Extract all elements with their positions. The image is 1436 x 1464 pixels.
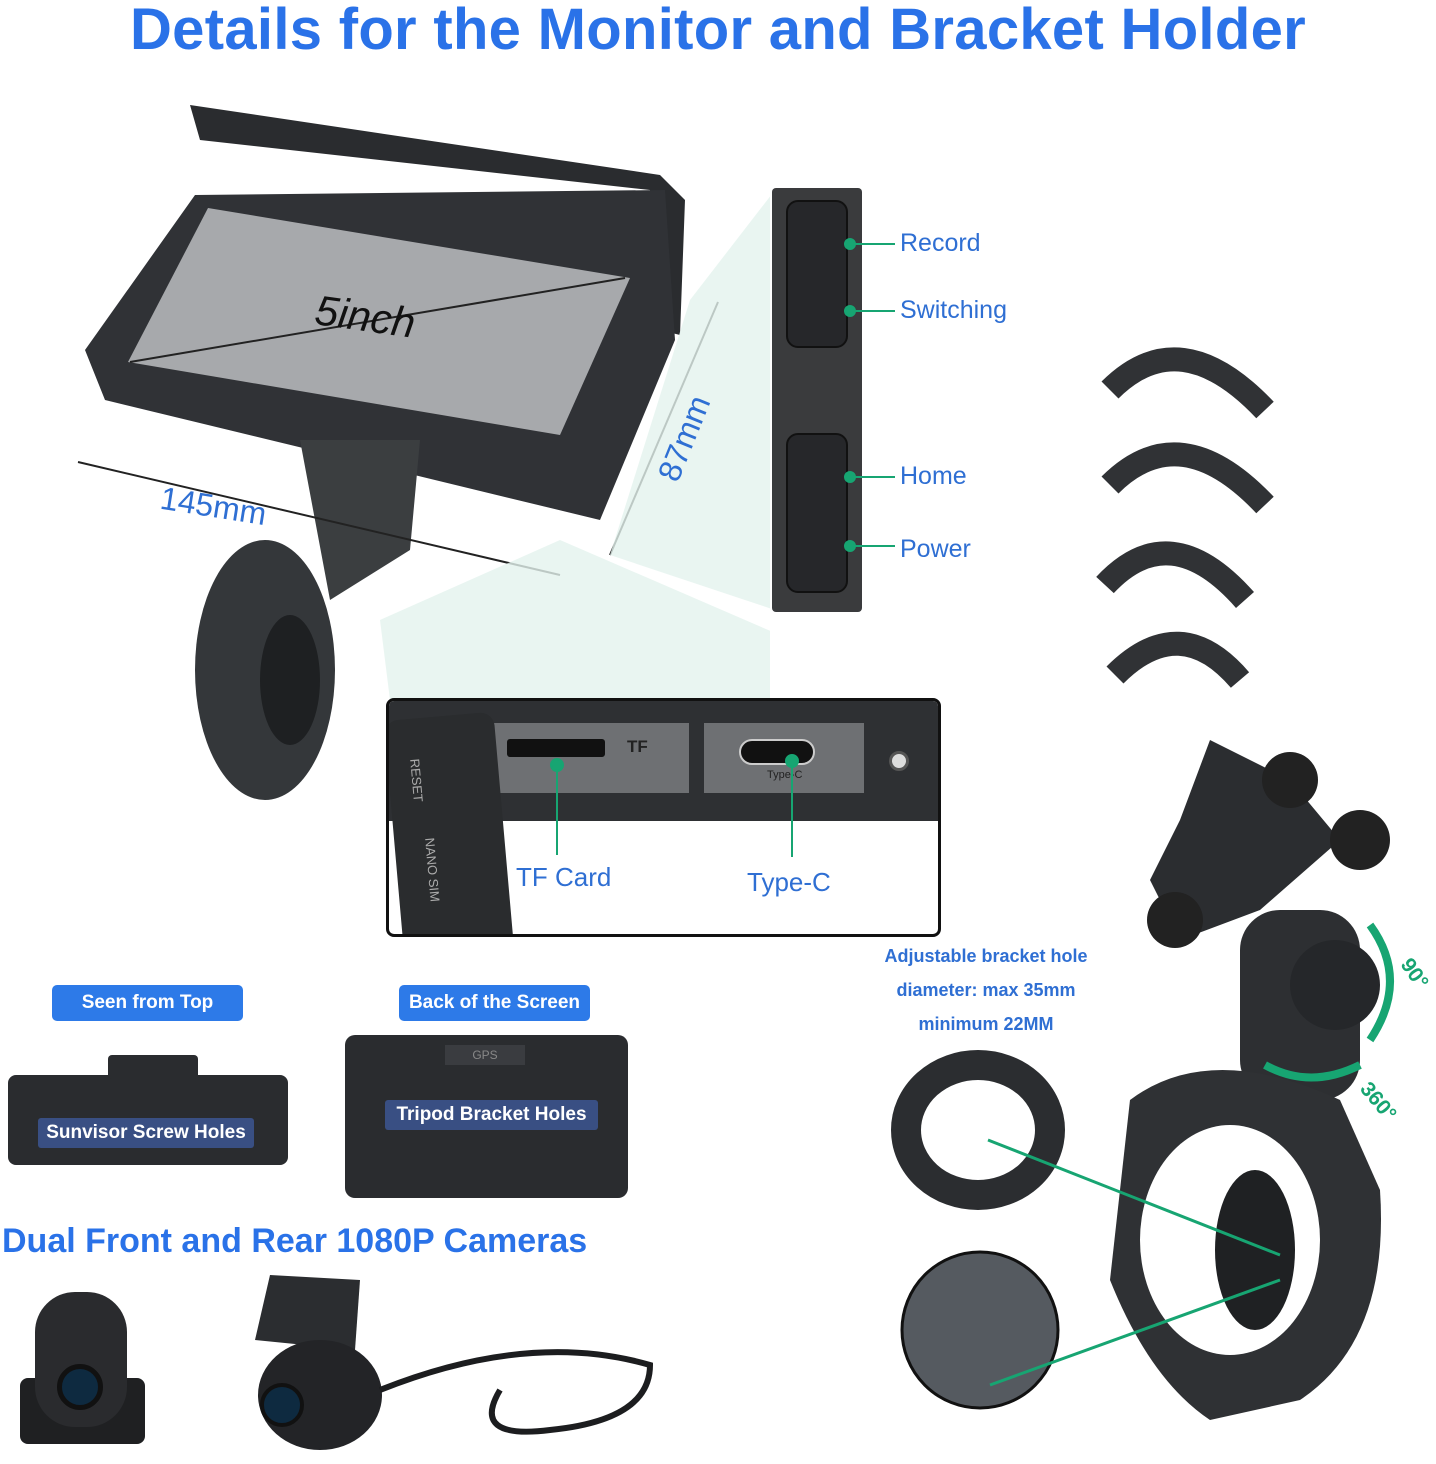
tripod-bracket-holes-label: Tripod Bracket Holes: [385, 1100, 598, 1130]
monitor-screen: [128, 208, 630, 435]
record-label: Record: [900, 229, 981, 257]
tf-card-label: TF Card: [516, 862, 612, 892]
sunvisor: [190, 105, 685, 335]
switching-label: Switching: [900, 296, 1007, 324]
bracket-note-line2: diameter: max 35mm: [896, 980, 1076, 1000]
shim-3: [1096, 541, 1254, 609]
monitor-illustration: [77, 105, 770, 800]
power-label: Power: [900, 535, 971, 563]
gps-mark: GPS: [445, 1045, 525, 1065]
bracket-note-line1: Adjustable bracket hole: [884, 946, 1088, 966]
tf-card-slot: [507, 739, 605, 757]
sunvisor-screw-holes-label: Sunvisor Screw Holes: [38, 1118, 254, 1148]
record-switch-button[interactable]: [786, 200, 848, 348]
home-label: Home: [900, 462, 967, 490]
typec-mark: Type-C: [767, 769, 803, 781]
type-c-port: [739, 739, 815, 765]
clamp-grille: [260, 615, 320, 745]
type-c-label: Type-C: [747, 867, 831, 897]
installation-photo: [900, 1250, 1060, 1410]
tf-mark: TF: [627, 737, 648, 756]
rear-camera-lens: [57, 1364, 103, 1410]
rubber-shims: [1096, 347, 1274, 689]
shim-4: [1106, 631, 1250, 689]
ports-callout: TF Type-C RESET NANO SIM TF Card Type-C: [386, 698, 941, 937]
port-leader-lines: [550, 754, 799, 857]
page-title: Details for the Monitor and Bracket Hold…: [130, 0, 1306, 62]
shim-1: [1101, 347, 1274, 419]
seen-from-top-badge: Seen from Top: [52, 985, 243, 1021]
rear-camera: [35, 1292, 127, 1427]
cameras-title: Dual Front and Rear 1080P Cameras: [2, 1222, 588, 1260]
front-camera: [255, 1275, 654, 1450]
mount-arm: [300, 440, 420, 600]
home-power-button[interactable]: [786, 433, 848, 593]
callout-beam: [380, 540, 770, 700]
back-of-screen-badge: Back of the Screen: [399, 985, 590, 1021]
button-panel: [772, 188, 862, 612]
tf-slot-area: [489, 723, 689, 793]
shim-2: [1101, 442, 1274, 514]
callout-beam-buttons: [610, 196, 770, 609]
bracket-note-line3: minimum 22MM: [918, 1014, 1054, 1034]
diagonal-arrow: [129, 277, 626, 363]
button-leader-lines: [844, 238, 895, 552]
top-view-bump: [108, 1055, 198, 1079]
bracket-holder: [891, 740, 1394, 1420]
screw-icon: [889, 751, 909, 771]
width-dimension-line: [77, 461, 561, 576]
